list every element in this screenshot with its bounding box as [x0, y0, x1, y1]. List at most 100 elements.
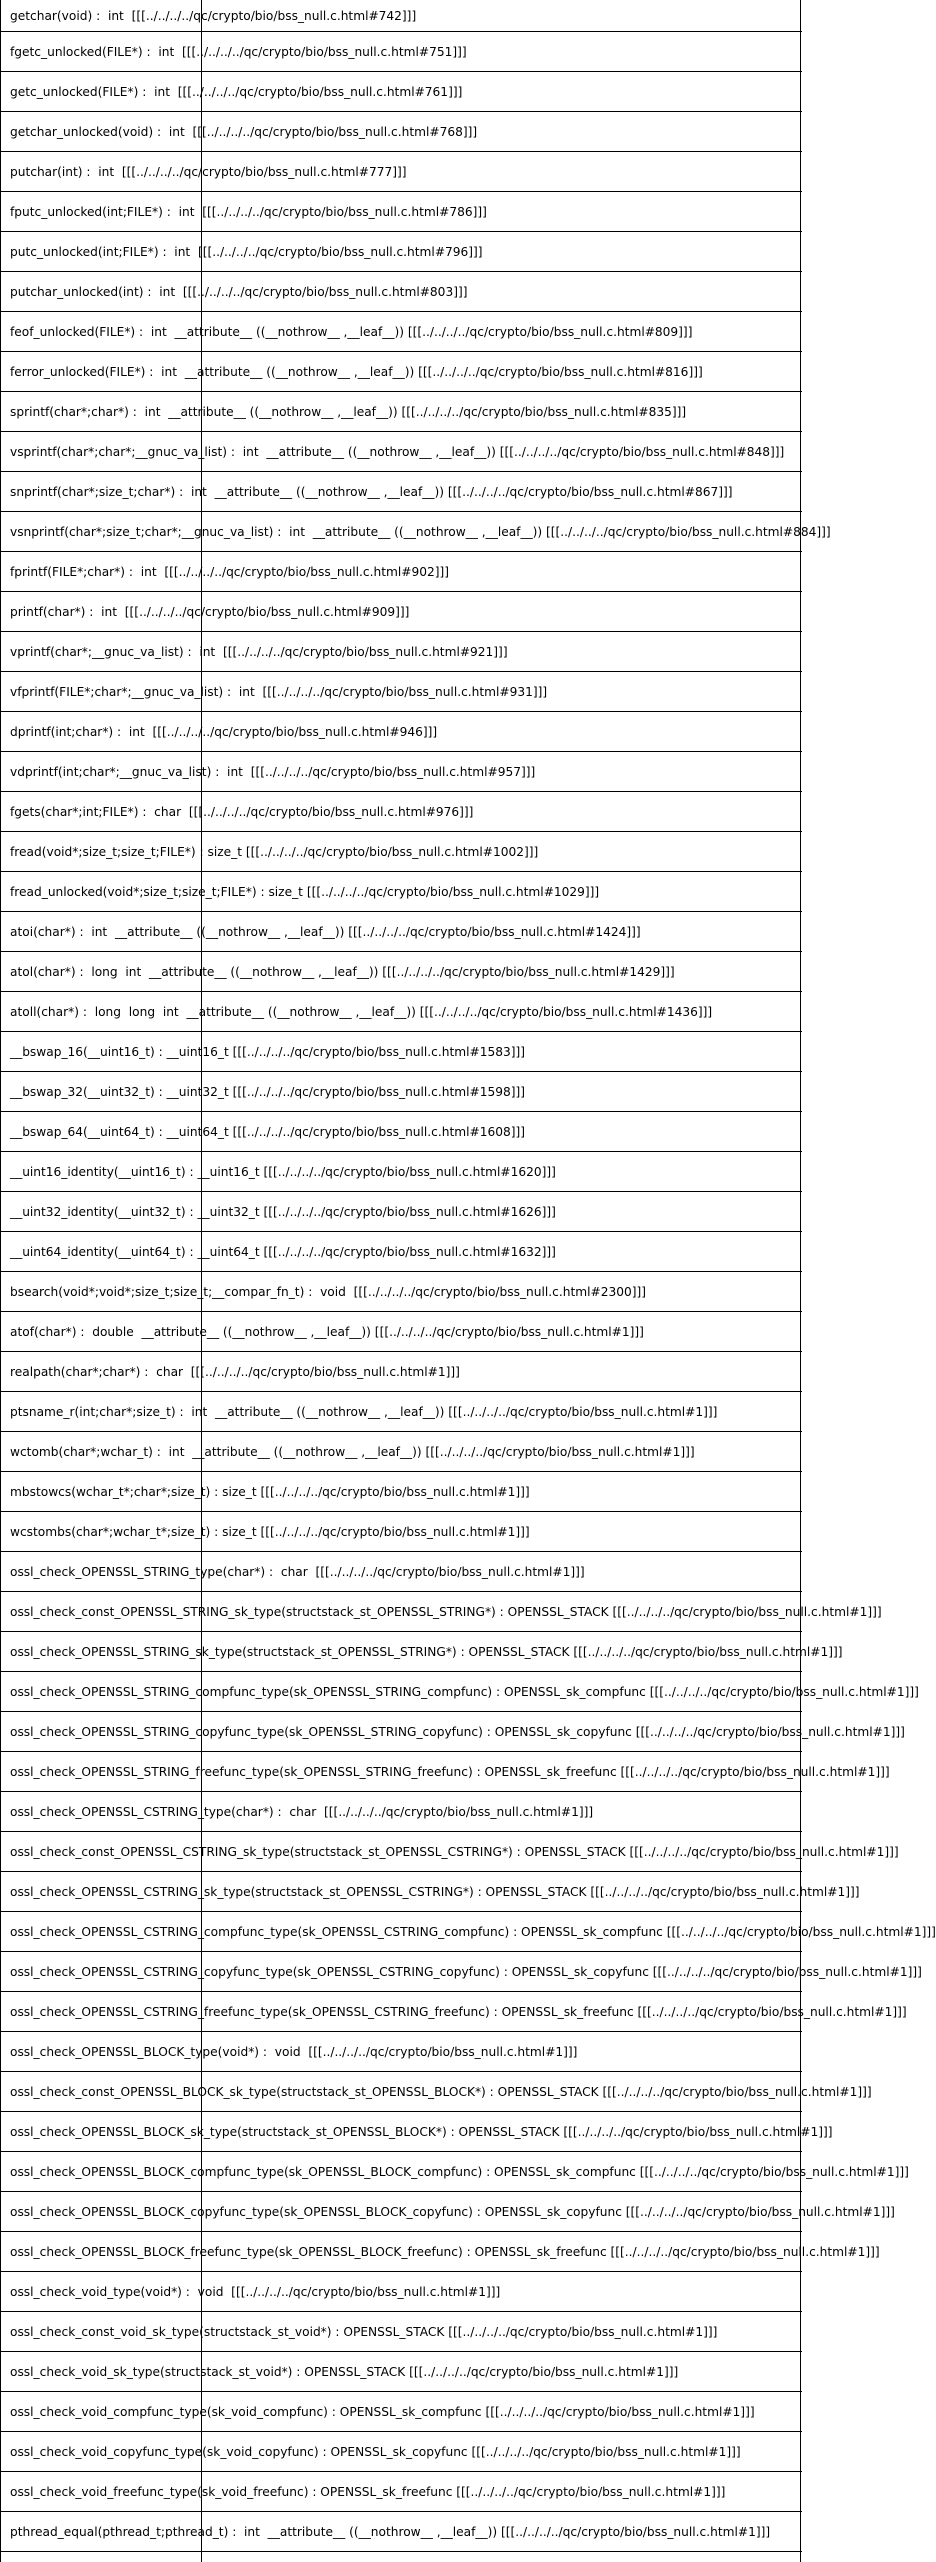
list-item[interactable]: ossl_check_OPENSSL_STRING_freefunc_type(…	[1, 1752, 890, 1792]
function-signature: ossl_check_OPENSSL_STRING_compfunc_type(…	[10, 1684, 919, 1699]
function-signature: getc_unlocked(FILE*) : int [[[../../../.…	[10, 84, 463, 99]
list-item[interactable]: realpath(char*;char*) : char [[[../../..…	[1, 1352, 802, 1392]
list-item[interactable]: __bswap_64(__uint64_t) : __uint64_t [[[.…	[1, 1112, 802, 1152]
list-item[interactable]: atoi(char*) : int __attribute__ ((__noth…	[1, 912, 802, 952]
list-item[interactable]: atof(char*) : double __attribute__ ((__n…	[1, 1312, 802, 1352]
list-item[interactable]: ossl_check_OPENSSL_BLOCK_compfunc_type(s…	[1, 2152, 909, 2192]
function-signature: ossl_check_void_copyfunc_type(sk_void_co…	[10, 2444, 741, 2459]
list-item[interactable]: ferror_unlocked(FILE*) : int __attribute…	[1, 352, 802, 392]
list-item[interactable]: ossl_check_OPENSSL_BLOCK_copyfunc_type(s…	[1, 2192, 895, 2232]
list-item[interactable]: fread(void*;size_t;size_t;FILE*) : size_…	[1, 832, 802, 872]
function-signature: __bswap_16(__uint16_t) : __uint16_t [[[.…	[10, 1044, 526, 1059]
list-item[interactable]: __uint32_identity(__uint32_t) : __uint32…	[1, 1192, 802, 1232]
function-signature: printf(char*) : int [[[../../../../qc/cr…	[10, 604, 410, 619]
list-item[interactable]: ossl_check_const_OPENSSL_BLOCK_sk_type(s…	[1, 2072, 872, 2112]
function-signature: ossl_check_const_OPENSSL_STRING_sk_type(…	[10, 1604, 882, 1619]
function-signature: ossl_check_OPENSSL_CSTRING_type(char*) :…	[10, 1804, 594, 1819]
function-signature: wcstombs(char*;wchar_t*;size_t) : size_t…	[10, 1524, 530, 1539]
function-signature: sprintf(char*;char*) : int __attribute__…	[10, 404, 687, 419]
list-item[interactable]: snprintf(char*;size_t;char*) : int __att…	[1, 472, 802, 512]
list-item[interactable]: ossl_check_const_void_sk_type(structstac…	[1, 2312, 802, 2352]
function-signature: vprintf(char*;__gnuc_va_list) : int [[[.…	[10, 644, 508, 659]
list-item[interactable]: ossl_check_void_freefunc_type(sk_void_fr…	[1, 2472, 802, 2512]
list-item[interactable]: fputc_unlocked(int;FILE*) : int [[[../..…	[1, 192, 802, 232]
list-item[interactable]: ossl_check_OPENSSL_BLOCK_type(void*) : v…	[1, 2032, 802, 2072]
list-item[interactable]: putc_unlocked(int;FILE*) : int [[[../../…	[1, 232, 802, 272]
list-item[interactable]: fgetc_unlocked(FILE*) : int [[[../../../…	[1, 32, 802, 72]
function-signature: realpath(char*;char*) : char [[[../../..…	[10, 1364, 460, 1379]
function-signature: pthread_equal(pthread_t;pthread_t) : int…	[10, 2524, 771, 2539]
list-item[interactable]: ossl_check_const_OPENSSL_CSTRING_sk_type…	[1, 1832, 899, 1872]
column-divider	[201, 0, 202, 2562]
list-item[interactable]: ossl_check_OPENSSL_STRING_compfunc_type(…	[1, 1672, 919, 1712]
list-item[interactable]: __uint16_identity(__uint16_t) : __uint16…	[1, 1152, 802, 1192]
list-item[interactable]: mbstowcs(wchar_t*;char*;size_t) : size_t…	[1, 1472, 802, 1512]
function-signature: ossl_check_const_OPENSSL_BLOCK_sk_type(s…	[10, 2084, 872, 2099]
list-item[interactable]: fread_unlocked(void*;size_t;size_t;FILE*…	[1, 872, 802, 912]
list-item[interactable]: getchar_unlocked(void) : int [[[../../..…	[1, 112, 802, 152]
list-item[interactable]: ossl_check_OPENSSL_CSTRING_sk_type(struc…	[1, 1872, 860, 1912]
list-item[interactable]: atol(char*) : long int __attribute__ ((_…	[1, 952, 802, 992]
list-item[interactable]: fgets(char*;int;FILE*) : char [[[../../.…	[1, 792, 802, 832]
list-item[interactable]: putchar(int) : int [[[../../../../qc/cry…	[1, 152, 802, 192]
list-item[interactable]: getc_unlocked(FILE*) : int [[[../../../.…	[1, 72, 802, 112]
function-signature: vsnprintf(char*;size_t;char*;__gnuc_va_l…	[10, 524, 831, 539]
list-item[interactable]: __uint64_identity(__uint64_t) : __uint64…	[1, 1232, 802, 1272]
function-signature: ossl_check_OPENSSL_CSTRING_freefunc_type…	[10, 2004, 907, 2019]
list-item[interactable]: ossl_check_void_sk_type(structstack_st_v…	[1, 2352, 802, 2392]
list-item[interactable]: ossl_check_void_type(void*) : void [[[..…	[1, 2272, 802, 2312]
function-signature: ossl_check_void_sk_type(structstack_st_v…	[10, 2364, 679, 2379]
function-signature: ossl_check_OPENSSL_CSTRING_compfunc_type…	[10, 1924, 936, 1939]
function-signature: fgetc_unlocked(FILE*) : int [[[../../../…	[10, 44, 467, 59]
list-item[interactable]: ossl_check_OPENSSL_STRING_copyfunc_type(…	[1, 1712, 905, 1752]
list-item[interactable]: ossl_check_OPENSSL_CSTRING_compfunc_type…	[1, 1912, 936, 1952]
function-signature: atol(char*) : long int __attribute__ ((_…	[10, 964, 675, 979]
list-item[interactable]: ossl_check_OPENSSL_STRING_sk_type(struct…	[1, 1632, 843, 1672]
list-item[interactable]: ossl_check_const_OPENSSL_STRING_sk_type(…	[1, 1592, 882, 1632]
list-item[interactable]: bsearch(void*;void*;size_t;size_t;__comp…	[1, 1272, 802, 1312]
list-item[interactable]: fprintf(FILE*;char*) : int [[[../../../.…	[1, 552, 802, 592]
list-item[interactable]: __bswap_32(__uint32_t) : __uint32_t [[[.…	[1, 1072, 802, 1112]
list-item[interactable]: ossl_check_OPENSSL_BLOCK_freefunc_type(s…	[1, 2232, 880, 2272]
list-item[interactable]: dprintf(int;char*) : int [[[../../../../…	[1, 712, 802, 752]
list-item[interactable]: sprintf(char*;char*) : int __attribute__…	[1, 392, 802, 432]
list-item[interactable]: vfprintf(FILE*;char*;__gnuc_va_list) : i…	[1, 672, 802, 712]
list-item[interactable]: ossl_check_OPENSSL_CSTRING_freefunc_type…	[1, 1992, 907, 2032]
function-signature: ferror_unlocked(FILE*) : int __attribute…	[10, 364, 703, 379]
function-signature: ossl_check_const_void_sk_type(structstac…	[10, 2324, 718, 2339]
list-item[interactable]: atoll(char*) : long long int __attribute…	[1, 992, 802, 1032]
function-signature: ossl_check_OPENSSL_BLOCK_sk_type(structs…	[10, 2124, 833, 2139]
list-item[interactable]: ossl_check_OPENSSL_BLOCK_sk_type(structs…	[1, 2112, 833, 2152]
list-item[interactable]: ossl_check_void_copyfunc_type(sk_void_co…	[1, 2432, 802, 2472]
function-signature: mbstowcs(wchar_t*;char*;size_t) : size_t…	[10, 1484, 530, 1499]
list-item[interactable]: __bswap_16(__uint16_t) : __uint16_t [[[.…	[1, 1032, 802, 1072]
function-signature: wctomb(char*;wchar_t) : int __attribute_…	[10, 1444, 695, 1459]
list-item[interactable]: vprintf(char*;__gnuc_va_list) : int [[[.…	[1, 632, 802, 672]
function-signature: ptsname_r(int;char*;size_t) : int __attr…	[10, 1404, 718, 1419]
list-item[interactable]: printf(char*) : int [[[../../../../qc/cr…	[1, 592, 802, 632]
list-item[interactable]: pthread_equal(pthread_t;pthread_t) : int…	[1, 2512, 802, 2552]
list-item[interactable]: ptsname_r(int;char*;size_t) : int __attr…	[1, 1392, 802, 1432]
list-item[interactable]: ossl_check_OPENSSL_CSTRING_type(char*) :…	[1, 1792, 802, 1832]
list-item[interactable]: wcstombs(char*;wchar_t*;size_t) : size_t…	[1, 1512, 802, 1552]
function-signature: putc_unlocked(int;FILE*) : int [[[../../…	[10, 244, 483, 259]
function-signature: ossl_check_OPENSSL_STRING_sk_type(struct…	[10, 1644, 843, 1659]
list-item[interactable]: vsnprintf(char*;size_t;char*;__gnuc_va_l…	[1, 512, 831, 552]
list-item[interactable]: wctomb(char*;wchar_t) : int __attribute_…	[1, 1432, 802, 1472]
function-signature: ossl_check_OPENSSL_BLOCK_type(void*) : v…	[10, 2044, 578, 2059]
list-item[interactable]: vdprintf(int;char*;__gnuc_va_list) : int…	[1, 752, 802, 792]
function-signature: atoll(char*) : long long int __attribute…	[10, 1004, 713, 1019]
list-item[interactable]: vsprintf(char*;char*;__gnuc_va_list) : i…	[1, 432, 802, 472]
list-item[interactable]: ossl_check_void_compfunc_type(sk_void_co…	[1, 2392, 802, 2432]
list-item[interactable]: ossl_check_OPENSSL_CSTRING_copyfunc_type…	[1, 1952, 922, 1992]
list-item[interactable]: getchar(void) : int [[[../../../../qc/cr…	[1, 0, 802, 32]
function-signature: ossl_check_OPENSSL_STRING_type(char*) : …	[10, 1564, 585, 1579]
function-signature: ossl_check_void_type(void*) : void [[[..…	[10, 2284, 501, 2299]
list-item[interactable]: ossl_check_OPENSSL_STRING_type(char*) : …	[1, 1552, 802, 1592]
function-signature: feof_unlocked(FILE*) : int __attribute__…	[10, 324, 693, 339]
function-signature: __uint16_identity(__uint16_t) : __uint16…	[10, 1164, 556, 1179]
function-signature: __bswap_32(__uint32_t) : __uint32_t [[[.…	[10, 1084, 526, 1099]
function-signature: atoi(char*) : int __attribute__ ((__noth…	[10, 924, 641, 939]
list-item[interactable]: putchar_unlocked(int) : int [[[../../../…	[1, 272, 802, 312]
list-item[interactable]: feof_unlocked(FILE*) : int __attribute__…	[1, 312, 802, 352]
